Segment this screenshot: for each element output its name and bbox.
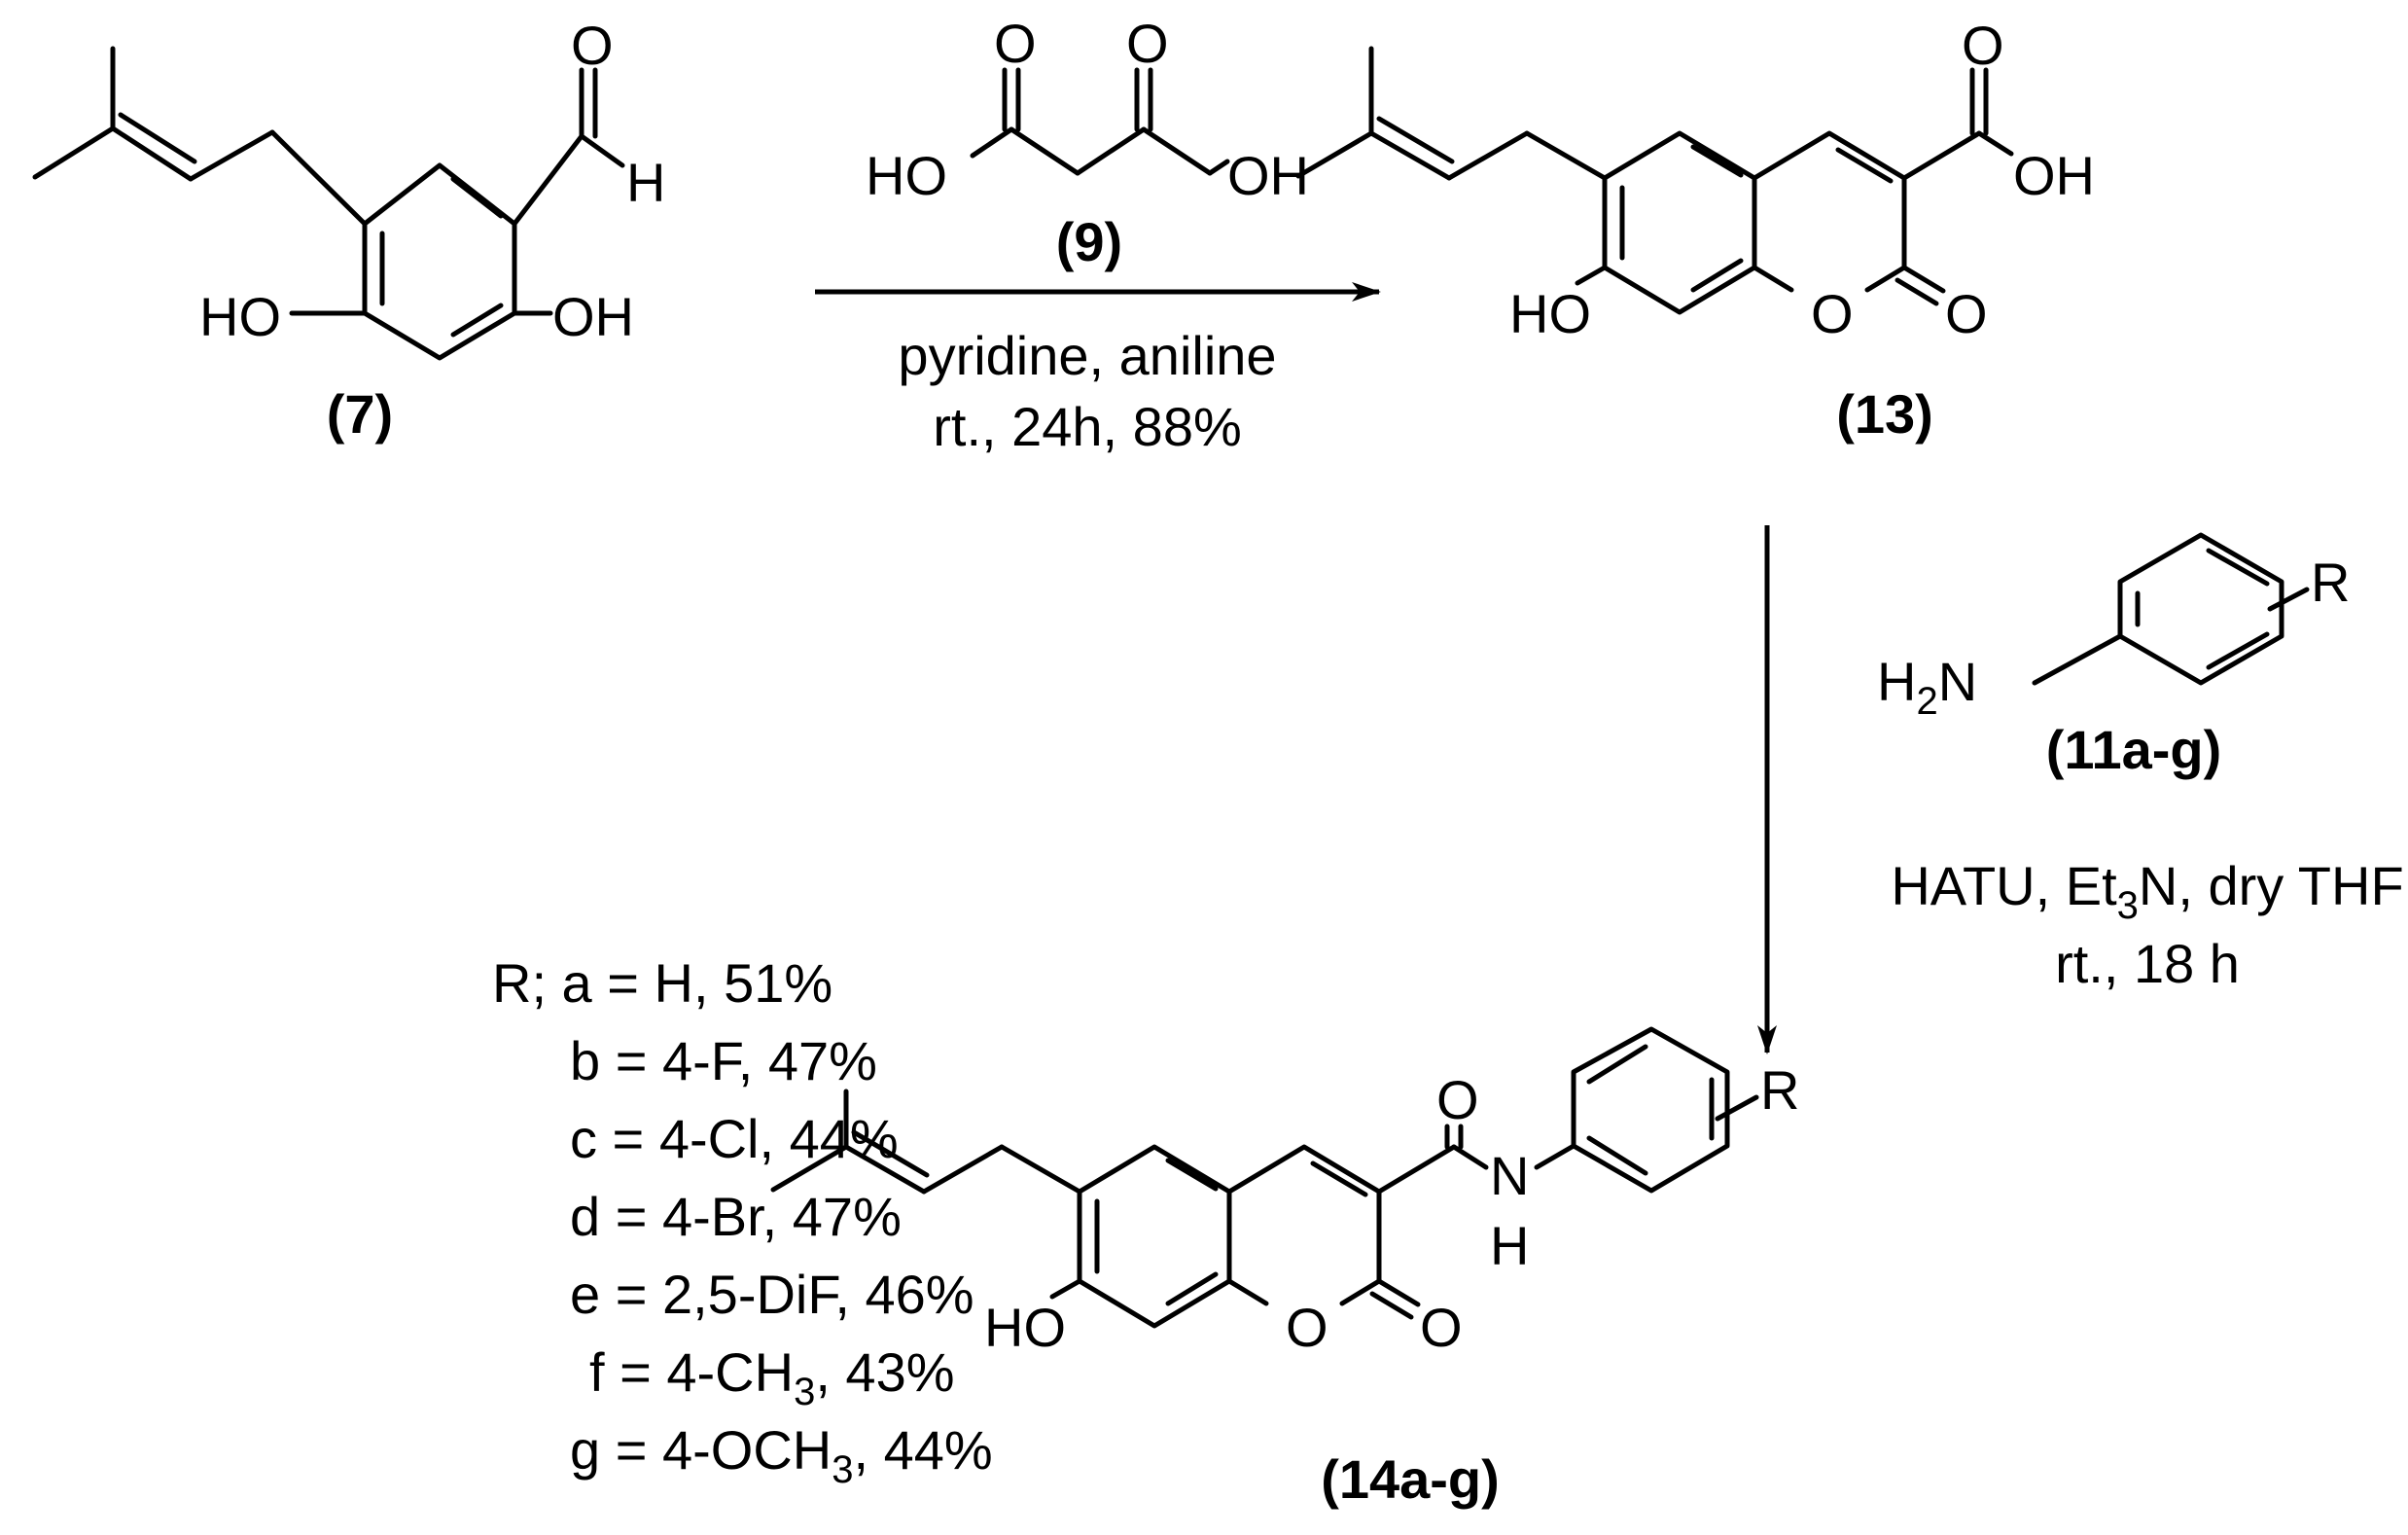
compound-14-ho: HO xyxy=(984,1297,1066,1358)
compound-13-structure: O O O OH HO xyxy=(1295,15,2095,344)
compound-11-amine: H2N xyxy=(1877,651,1977,723)
compound-14-ring-o: O xyxy=(1286,1297,1328,1358)
compound-13-oh: OH xyxy=(2013,145,2095,206)
r-group-d: d = 4-Br, 47% xyxy=(570,1186,902,1247)
compound-7-label: (7) xyxy=(327,383,393,445)
compound-14-r: R xyxy=(1760,1059,1799,1121)
compound-14-n: N xyxy=(1490,1145,1529,1206)
r-group-f: f = 4-CH3, 43% xyxy=(589,1341,955,1413)
compound-11-r: R xyxy=(2311,552,2350,613)
compound-7-structure: O H HO OH xyxy=(32,15,665,361)
compound-13-ho: HO xyxy=(1509,283,1591,344)
compound-9-o-left: O xyxy=(994,13,1037,74)
compound-9-oh: OH xyxy=(1227,145,1309,206)
compound-14-lactone-o: O xyxy=(1420,1297,1463,1358)
compound-9-label: (9) xyxy=(1056,211,1122,272)
compound-7-aldehyde-h: H xyxy=(626,152,665,213)
compound-14-label: (14a-g) xyxy=(1321,1448,1500,1510)
r-group-c: c = 4-Cl, 44% xyxy=(570,1108,899,1169)
compound-13-acid-o: O xyxy=(1962,15,2004,76)
compound-7-oh: OH xyxy=(552,286,634,347)
compound-9-ho: HO xyxy=(866,145,947,206)
compound-7-aldehyde-o: O xyxy=(571,15,614,76)
compound-7-ho: HO xyxy=(199,286,281,347)
reaction-1-conditions-line2: rt., 24h, 88% xyxy=(933,396,1242,457)
compound-14-amide-o: O xyxy=(1436,1069,1479,1130)
compound-9-o-right: O xyxy=(1126,13,1169,74)
r-group-e: e = 2,5-DiF, 46% xyxy=(570,1264,974,1325)
compound-14-structure: O N H R O O HO xyxy=(770,1026,1799,1358)
compound-13-label: (13) xyxy=(1836,383,1933,445)
compound-11-structure: R H2N xyxy=(1877,532,2350,723)
compound-9-structure: O O HO OH xyxy=(866,13,1309,206)
compound-13-ring-o: O xyxy=(1811,283,1854,344)
reaction-2-conditions-line2: rt., 18 h xyxy=(2055,933,2240,994)
compound-13-lactone-o: O xyxy=(1945,283,1988,344)
compound-11-label: (11a-g) xyxy=(2046,719,2222,780)
compound-14-nh-h: H xyxy=(1490,1215,1529,1276)
reaction-1-conditions-line1: pyridine, aniline xyxy=(898,325,1276,386)
r-group-b: b = 4-F, 47% xyxy=(570,1030,877,1091)
r-group-g: g = 4-OCH3, 44% xyxy=(570,1419,993,1491)
r-group-legend: R; a = H, 51% b = 4-F, 47% c = 4-Cl, 44%… xyxy=(492,952,993,1491)
r-group-a: R; a = H, 51% xyxy=(492,952,832,1014)
reaction-2-conditions-line1: HATU, Et3N, dry THF xyxy=(1891,855,2403,927)
